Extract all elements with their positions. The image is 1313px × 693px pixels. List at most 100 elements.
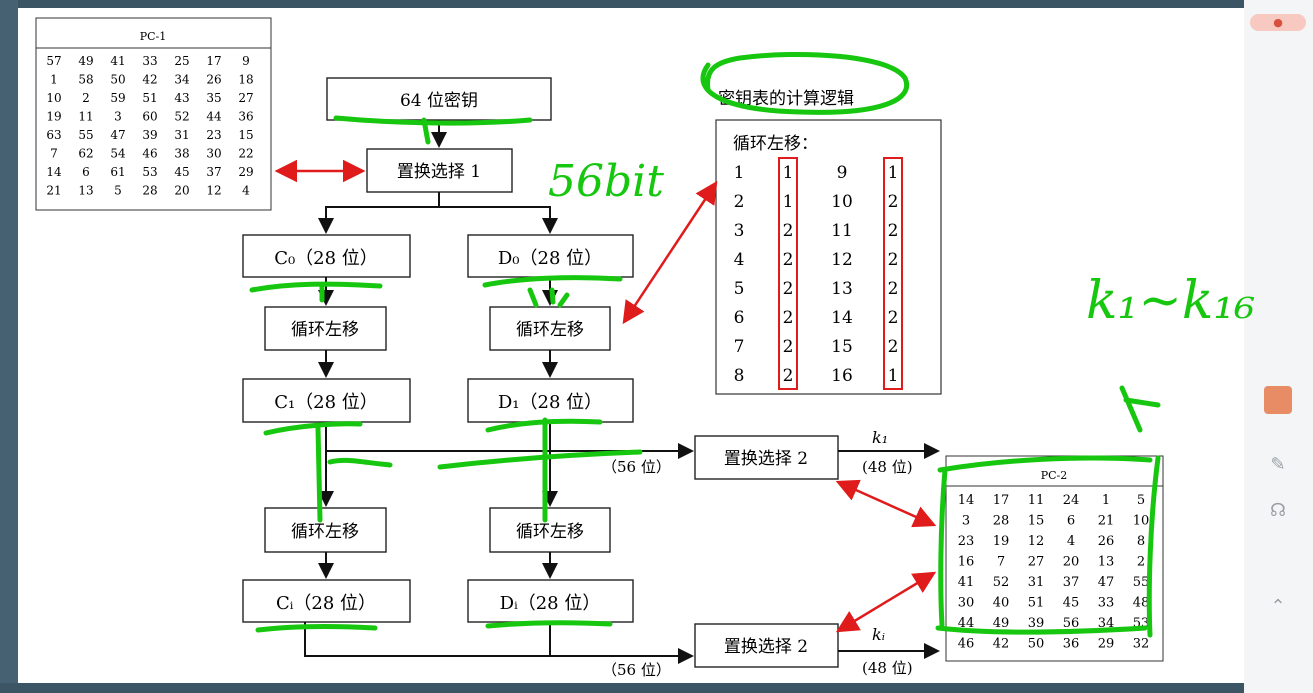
pc1-cell: 49 — [78, 54, 93, 68]
red-annotation-arrows — [274, 159, 937, 633]
pc1-cell: 7 — [50, 147, 58, 161]
pc1-cell: 34 — [174, 73, 190, 87]
pc1-cell: 14 — [46, 165, 62, 179]
pc1-cell: 58 — [78, 73, 93, 87]
pc2-cell: 5 — [1137, 493, 1145, 508]
pc1-cell: 39 — [142, 128, 157, 142]
ci-label: Cᵢ（28 位） — [276, 593, 376, 614]
schedule-round: 13 — [831, 279, 853, 299]
pc2-cell: 2 — [1137, 555, 1145, 570]
pc1-cell: 18 — [238, 73, 253, 87]
bits48-label-2: (48 位) — [862, 659, 913, 677]
pc1-cell: 10 — [46, 91, 61, 105]
schedule-shift: 2 — [783, 337, 794, 357]
pc1-cell: 4 — [242, 184, 250, 198]
pc2-cell: 8 — [1137, 534, 1145, 549]
pc2-cell: 41 — [958, 575, 975, 590]
pc1-cell: 45 — [174, 165, 189, 179]
bottom-strip — [0, 683, 1313, 693]
top-strip — [0, 0, 1313, 8]
schedule-round: 3 — [734, 221, 745, 241]
d1-label: D₁（28 位） — [498, 392, 602, 413]
pc1-cell: 17 — [206, 54, 221, 68]
pc1-cell: 60 — [142, 110, 157, 124]
pc2-cell: 17 — [993, 493, 1010, 508]
schedule-shift: 2 — [888, 308, 899, 328]
c-rotatei-label: 循环左移 — [291, 522, 359, 542]
pc2-cell: 33 — [1098, 596, 1115, 611]
pc2-cell: 47 — [1098, 575, 1115, 590]
pc2-box-label-1: 置换选择 2 — [724, 449, 808, 469]
pc1-cell: 61 — [110, 165, 125, 179]
edit-icon[interactable]: ✎ — [1270, 454, 1286, 475]
pc1-cell: 57 — [46, 54, 61, 68]
schedule-round: 16 — [831, 366, 853, 386]
pc2-cell: 23 — [958, 534, 975, 549]
pc1-cell: 1 — [50, 73, 58, 87]
schedule-shift: 2 — [783, 308, 794, 328]
pc2-cell: 11 — [1028, 493, 1045, 508]
pc1-cell: 53 — [142, 165, 157, 179]
di-label: Dᵢ（28 位） — [500, 593, 601, 614]
bits56-label-1: （56 位） — [602, 458, 671, 476]
schedule-round: 7 — [734, 337, 745, 357]
k1-label: k₁ — [872, 428, 888, 447]
pc2-cell: 14 — [958, 493, 975, 508]
pc2-cell: 24 — [1063, 493, 1080, 508]
pc2-cell: 29 — [1098, 637, 1115, 652]
pc1-cell: 52 — [174, 110, 189, 124]
pc1-cell: 27 — [238, 91, 253, 105]
pc1-cell: 63 — [46, 128, 61, 142]
pc1-cell: 11 — [78, 110, 93, 124]
schedule-shift: 1 — [783, 163, 794, 183]
pc2-cell: 28 — [993, 514, 1010, 529]
pc2-cell: 39 — [1028, 616, 1045, 631]
c0-label: C₀（28 位） — [274, 248, 378, 269]
schedule-round: 6 — [734, 308, 745, 328]
schedule-round: 8 — [734, 366, 745, 386]
gift-icon[interactable] — [1250, 386, 1306, 414]
pc2-cell: 30 — [958, 596, 975, 611]
left-strip — [0, 0, 18, 693]
pc1-cell: 20 — [174, 184, 189, 198]
pc2-cell: 50 — [1028, 637, 1045, 652]
handwritten-annotations: 56bit k₁~k₁₆ — [249, 51, 1255, 638]
pc1-cell: 30 — [206, 147, 221, 161]
pc2-cell: 52 — [993, 575, 1010, 590]
pc1-cell: 43 — [174, 91, 189, 105]
note-k1-k16: k₁~k₁₆ — [1086, 271, 1255, 331]
pc2-cell: 42 — [993, 637, 1010, 652]
pc1-cell: 50 — [110, 73, 125, 87]
pc2-cell: 1 — [1102, 493, 1110, 508]
pc1-cell: 46 — [142, 147, 157, 161]
ki-label: kᵢ — [872, 625, 885, 644]
pc2-cell: 10 — [1133, 514, 1150, 529]
headset-icon[interactable]: ☊ — [1270, 500, 1286, 521]
pc1-cell: 28 — [142, 184, 157, 198]
c-rotate1-label: 循环左移 — [291, 320, 359, 340]
pc1-cell: 31 — [174, 128, 189, 142]
pc1-cell: 19 — [46, 110, 61, 124]
record-badge-icon[interactable]: ● — [1250, 14, 1306, 31]
back-to-top-icon[interactable]: ⌃ — [1270, 596, 1286, 617]
d-rotatei-label: 循环左移 — [516, 522, 584, 542]
pc2-cell: 27 — [1028, 555, 1045, 570]
pc2-cell: 34 — [1098, 616, 1115, 631]
pc1-cell: 59 — [110, 91, 125, 105]
d0-label: D₀（28 位） — [498, 248, 602, 269]
pc2-cell: 55 — [1133, 575, 1150, 590]
pc2-cell: 56 — [1063, 616, 1080, 631]
pc1-cell: 35 — [206, 91, 221, 105]
pc1-cell: 13 — [78, 184, 93, 198]
right-toolbar — [1244, 0, 1313, 693]
schedule-shift: 2 — [888, 192, 899, 212]
pc1-cell: 33 — [142, 54, 157, 68]
schedule-round: 4 — [734, 250, 745, 270]
pc2-cell: 15 — [1028, 514, 1045, 529]
pc2-cell: 44 — [958, 616, 975, 631]
pc1-cell: 2 — [82, 91, 90, 105]
